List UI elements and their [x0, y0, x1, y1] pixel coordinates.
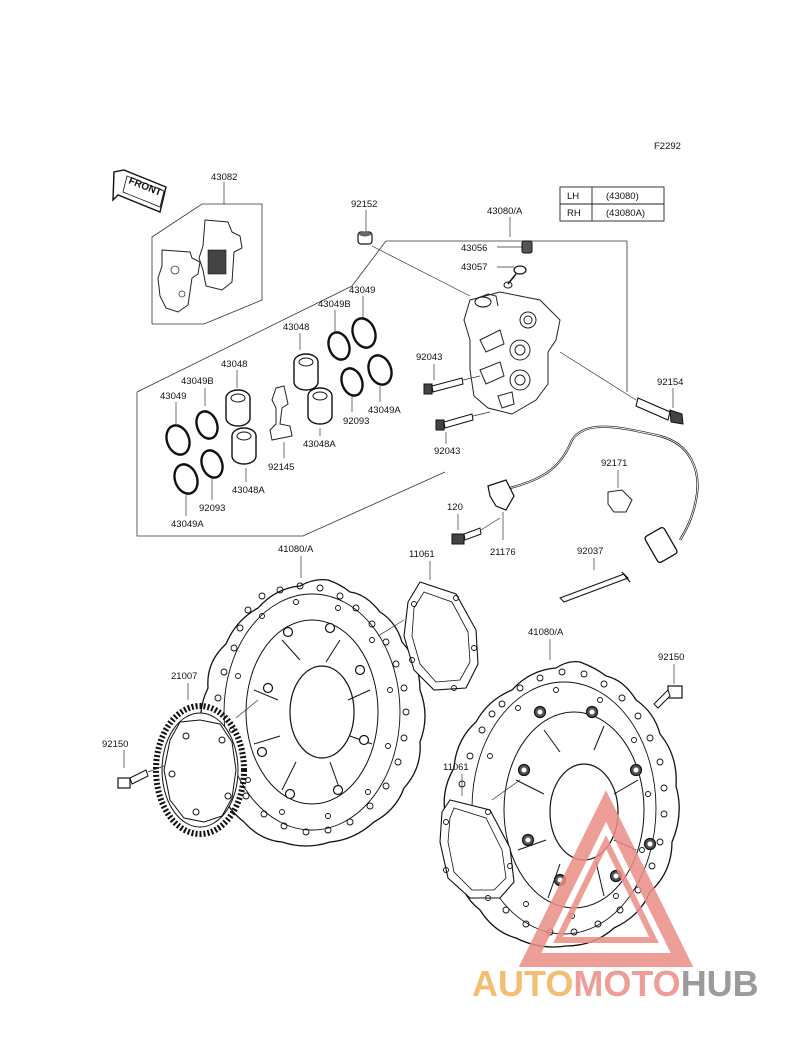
table-row-rh-side: RH — [567, 208, 581, 219]
seal-43049a-right — [367, 354, 393, 386]
label-41080a-left: 41080/A — [278, 544, 314, 555]
label-43057: 43057 — [461, 262, 487, 273]
label-92171: 92171 — [601, 458, 627, 469]
label-43048a-left: 43048A — [232, 485, 265, 496]
label-92043-b: 92043 — [434, 446, 460, 457]
bleeder-cap-92152 — [357, 231, 373, 245]
label-43049-top: 43049 — [349, 285, 375, 296]
piston-43048a-right — [307, 387, 333, 425]
watermark-hub: HUB — [681, 963, 759, 1004]
mounting-bolt-92154 — [635, 397, 684, 425]
label-43048a-right: 43048A — [303, 439, 336, 450]
watermark-logo: AUTOMOTOHUB — [472, 790, 759, 1004]
piston-43048a-left — [231, 427, 257, 465]
variant-table: LH (43080) RH (43080A) — [559, 186, 665, 222]
piston-43048-left — [225, 389, 251, 427]
seal-43049-top — [351, 317, 377, 349]
seal-92093-left — [200, 449, 224, 479]
front-arrow-icon: FRONT — [112, 169, 167, 213]
abs-rotor-21007 — [153, 703, 247, 837]
clamp-92171 — [607, 489, 633, 513]
abs-sensor-cable — [487, 425, 699, 564]
label-92150-left: 92150 — [102, 739, 128, 750]
pad-spring-92145 — [269, 385, 293, 441]
label-43049b-top: 43049B — [318, 299, 351, 310]
label-92152: 92152 — [351, 199, 377, 210]
gasket-11061-top — [403, 581, 479, 691]
bleeder-screw-43057 — [503, 265, 527, 289]
label-43056: 43056 — [461, 243, 487, 254]
piston-43048-top — [293, 353, 319, 391]
table-row-lh-part: (43080) — [606, 191, 639, 202]
bleeder-43056 — [521, 240, 533, 254]
label-92037: 92037 — [577, 546, 603, 557]
label-11061-bottom: 11061 — [443, 762, 469, 773]
label-43048-mid: 43048 — [221, 359, 247, 370]
label-21007: 21007 — [171, 671, 197, 682]
label-43082: 43082 — [211, 172, 237, 183]
seal-43049-left — [165, 424, 191, 456]
seal-43049b-left — [195, 410, 219, 440]
label-43049a-right: 43049A — [368, 405, 401, 416]
caliper-group-outline — [136, 240, 628, 537]
bolt-92043-b — [435, 413, 474, 431]
brake-disc-left — [200, 578, 426, 847]
watermark-auto: AUTO — [472, 963, 573, 1004]
table-row-lh-side: LH — [567, 191, 579, 202]
brake-caliper-43080 — [463, 291, 561, 415]
label-92093-left: 92093 — [199, 503, 225, 514]
brake-pad-group: 43082 — [151, 172, 263, 325]
gasket-11061-bottom — [439, 799, 515, 901]
label-21176: 21176 — [490, 547, 516, 558]
label-43049b-left: 43049B — [181, 376, 214, 387]
label-43049a-left: 43049A — [171, 519, 204, 530]
bolt-92043-a — [423, 377, 464, 395]
svg-text:AUTOMOTOHUB: AUTOMOTOHUB — [472, 963, 759, 1004]
label-43048-top: 43048 — [283, 322, 309, 333]
watermark-moto: MOTO — [573, 963, 680, 1004]
table-row-rh-part: (43080A) — [606, 208, 645, 219]
seal-92093-right — [340, 367, 364, 397]
bolt-92150-left — [117, 769, 149, 789]
label-43049-left: 43049 — [160, 391, 186, 402]
bolt-92150-right — [653, 685, 683, 709]
label-120: 120 — [447, 502, 463, 513]
label-92093-right: 92093 — [343, 416, 369, 427]
label-11061-top: 11061 — [409, 549, 435, 560]
bolt-120 — [451, 527, 482, 545]
label-92043-a: 92043 — [416, 352, 442, 363]
label-43080a: 43080/A — [487, 206, 523, 217]
label-41080a-right: 41080/A — [528, 627, 564, 638]
figure-code: F2292 — [654, 141, 681, 152]
seal-43049a-left — [173, 463, 199, 495]
bracket-92037 — [559, 571, 631, 603]
label-92145: 92145 — [268, 462, 294, 473]
label-92150-right: 92150 — [658, 652, 684, 663]
seal-43049b-top — [327, 331, 351, 361]
label-92154: 92154 — [657, 377, 683, 388]
